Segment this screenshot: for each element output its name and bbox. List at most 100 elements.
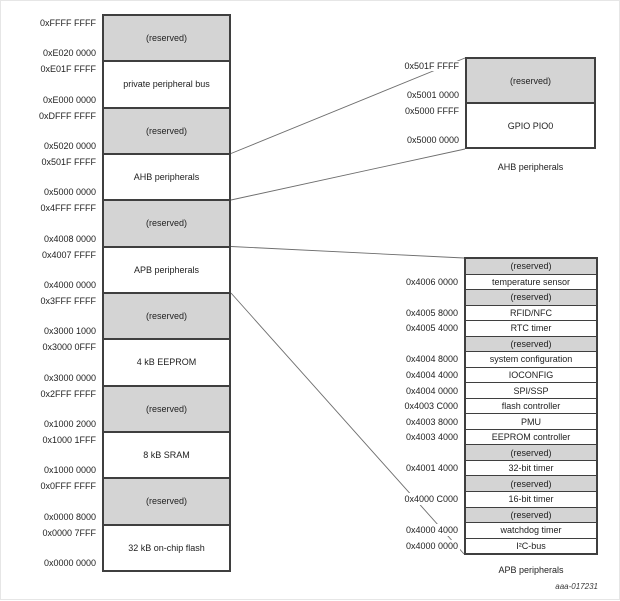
apb-row-32bit-timer: 0x4001 4000 32-bit timer (403, 460, 596, 477)
region-label: (reserved) (509, 75, 551, 86)
ahb-region-reserved: 0x501F FFFF 0x5001 0000 (reserved) (403, 59, 594, 104)
address-label: 0x5000 0000 (42, 187, 97, 198)
peripheral-label: (reserved) (510, 261, 552, 272)
peripheral-label: system configuration (489, 354, 573, 365)
address-label: 0x5000 0000 (405, 135, 460, 145)
connector-ahb-bottom (230, 148, 466, 201)
address-label: 0xDFFF FFFF (38, 110, 97, 121)
address-label: 0x4004 8000 (403, 353, 460, 366)
peripheral-label: (reserved) (510, 509, 552, 520)
apb-row-reserved: (reserved) (466, 336, 596, 353)
address-label: 0x3000 1000 (42, 326, 97, 337)
address-label: 0x5001 0000 (405, 90, 460, 100)
region-label: 8 kB SRAM (143, 450, 190, 461)
memory-region-reserved: 0x4FFF FFFF 0x4008 0000 (reserved) (39, 201, 229, 248)
memory-region-ahb-peripherals: 0x501F FFFF 0x5000 0000 AHB peripherals (40, 154, 229, 202)
address-label: 0x0FFF FFFF (39, 481, 97, 492)
address-label: 0x501F FFFF (403, 61, 460, 71)
ahb-detail-map: 0x501F FFFF 0x5001 0000 (reserved) 0x500… (403, 57, 596, 149)
address-label: 0x3000 0FFF (41, 342, 97, 353)
address-label: 0x4000 0000 (403, 539, 460, 552)
region-label: (reserved) (145, 125, 187, 136)
region-label: APB peripherals (133, 264, 200, 275)
memory-region-reserved: 0xDFFF FFFF 0x5020 0000 (reserved) (38, 108, 229, 155)
address-label: 0x0000 8000 (42, 511, 97, 522)
memory-region-sram: 0x1000 1FFF 0x1000 0000 8 kB SRAM (41, 432, 229, 480)
address-label: 0xE020 0000 (41, 48, 97, 59)
address-label: 0x4005 8000 (403, 306, 460, 319)
peripheral-label: watchdog timer (500, 525, 562, 536)
apb-row-i2c-bus: 0x4000 0000 I²C-bus (403, 538, 596, 554)
memory-region-reserved: 0x2FFF FFFF 0x1000 2000 (reserved) (39, 386, 229, 433)
memory-region-reserved: 0x0FFF FFFF 0x0000 8000 (reserved) (39, 479, 229, 526)
peripheral-label: flash controller (501, 401, 561, 412)
apb-row-eeprom-controller: 0x4003 4000 EEPROM controller (403, 429, 596, 446)
apb-row-16bit-timer: 0x4000 C000 16-bit timer (402, 491, 596, 508)
address-label: 0x0000 0000 (42, 557, 97, 568)
address-label: 0x4003 4000 (403, 431, 460, 444)
region-label: (reserved) (145, 33, 187, 44)
address-label: 0x1000 1FFF (41, 434, 97, 445)
address-label: 0x4000 4000 (403, 524, 460, 537)
region-label: (reserved) (145, 218, 187, 229)
peripheral-label: (reserved) (510, 292, 552, 303)
apb-detail-map: (reserved) 0x4006 0000 temperature senso… (402, 257, 598, 555)
peripheral-label: temperature sensor (491, 276, 571, 287)
peripheral-label: 32-bit timer (508, 463, 554, 474)
peripheral-label: 16-bit timer (508, 494, 554, 505)
region-label: (reserved) (145, 496, 187, 507)
peripheral-label: RTC timer (510, 323, 552, 334)
figure-id: aaa-017231 (555, 582, 598, 591)
address-label: 0x4004 4000 (403, 368, 460, 381)
address-label: 0x4FFF FFFF (39, 203, 97, 214)
main-memory-map: 0xFFFF FFFF 0xE020 0000 (reserved) 0xE01… (38, 14, 231, 572)
address-label: 0x1000 0000 (42, 465, 97, 476)
address-label: 0x4000 C000 (402, 493, 460, 506)
peripheral-label: (reserved) (510, 478, 552, 489)
apb-row-flash-controller: 0x4003 C000 flash controller (402, 398, 596, 415)
address-label: 0x3FFF FFFF (39, 295, 97, 306)
apb-row-watchdog-timer: 0x4000 4000 watchdog timer (403, 523, 596, 539)
region-label: private peripheral bus (123, 79, 210, 90)
region-label: (reserved) (145, 311, 187, 322)
peripheral-label: (reserved) (510, 447, 552, 458)
region-label: 4 kB EEPROM (136, 357, 197, 368)
address-label: 0x5020 0000 (42, 140, 97, 151)
address-label: 0x5000 FFFF (403, 106, 460, 116)
memory-region-flash: 0x0000 7FFF 0x0000 0000 32 kB on-chip fl… (41, 525, 229, 570)
apb-row-reserved: (reserved) (466, 445, 596, 461)
address-label: 0x2FFF FFFF (39, 388, 97, 399)
memory-region-eeprom: 0x3000 0FFF 0x3000 0000 4 kB EEPROM (41, 340, 229, 387)
memory-region-apb-peripherals: 0x4007 FFFF 0x4000 0000 APB peripherals (40, 247, 229, 294)
address-label: 0x0000 7FFF (41, 527, 97, 538)
address-label: 0xE000 0000 (41, 94, 97, 105)
connector-ahb-top (230, 57, 466, 154)
apb-row-reserved: (reserved) (466, 476, 596, 492)
apb-row-pmu: 0x4003 8000 PMU (403, 414, 596, 430)
address-label: 0x4006 0000 (403, 275, 460, 288)
address-label: 0x4003 8000 (403, 415, 460, 428)
address-label: 0x4000 0000 (42, 279, 97, 290)
region-label: AHB peripherals (133, 172, 200, 183)
address-label: 0xE01F FFFF (39, 64, 97, 75)
region-label: 32 kB on-chip flash (128, 542, 205, 553)
memory-region-reserved: 0x3FFF FFFF 0x3000 1000 (reserved) (39, 293, 229, 341)
ahb-detail-caption: AHB peripherals (497, 162, 564, 172)
apb-row-reserved: (reserved) (466, 507, 596, 524)
address-label: 0x3000 0000 (42, 372, 97, 383)
peripheral-label: RFID/NFC (510, 307, 552, 318)
address-label: 0x1000 2000 (42, 418, 97, 429)
apb-row-rfid-nfc: 0x4005 8000 RFID/NFC (403, 305, 596, 322)
apb-row-reserved: (reserved) (466, 259, 596, 275)
peripheral-label: EEPROM controller (491, 432, 571, 443)
apb-row-rtc-timer: 0x4005 4000 RTC timer (403, 321, 596, 337)
peripheral-label: IOCONFIG (508, 369, 554, 380)
apb-row-reserved: (reserved) (466, 290, 596, 306)
connector-apb-bottom (230, 292, 465, 555)
apb-row-ioconfig: 0x4004 4000 IOCONFIG (403, 367, 596, 384)
peripheral-label: (reserved) (510, 338, 552, 349)
peripheral-label: PMU (521, 416, 541, 427)
address-label: 0xFFFF FFFF (39, 18, 97, 28)
ahb-region-gpio: 0x5000 FFFF 0x5000 0000 GPIO PIO0 (403, 104, 594, 147)
